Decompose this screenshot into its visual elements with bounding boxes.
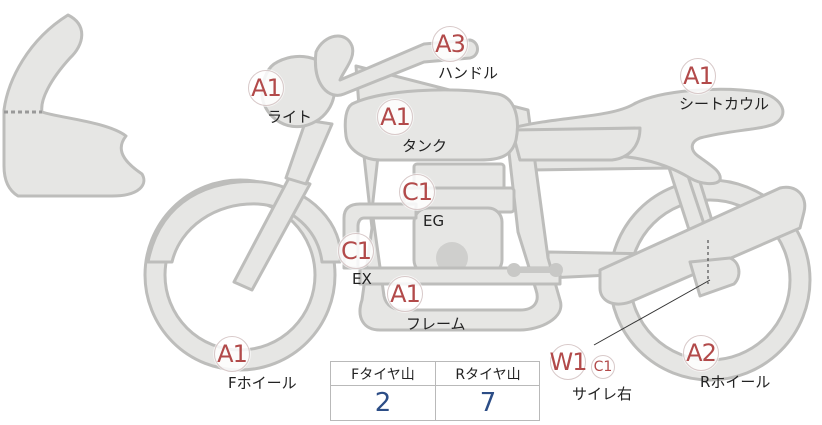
rwheel-label: Rホイール [700, 373, 771, 391]
front-tread-value: 2 [374, 388, 392, 418]
seatcowl-grade-badge: A1 [680, 58, 716, 94]
rear-tread-header: Rタイヤ山 [436, 362, 540, 386]
muffler-subgrade-badge: C1 [591, 355, 615, 379]
rwheel-grade-badge: A2 [683, 335, 719, 371]
seat-cowl-shape [510, 87, 785, 186]
light-label: ライト [267, 108, 313, 126]
exhaust-grade-badge: C1 [338, 233, 374, 269]
frame-grade-badge: A1 [387, 276, 423, 312]
muffler-end-shape [688, 256, 741, 298]
seat-shape [510, 126, 642, 162]
seatcowl-label: シートカウル [679, 95, 770, 113]
fwheel-label: Fホイール [228, 374, 297, 392]
engine-shape [402, 162, 516, 276]
fwheel-grade-badge: A1 [214, 336, 250, 372]
tire-tread-table: Fタイヤ山 Rタイヤ山 2 7 [330, 361, 540, 421]
muffler-grade-badge: W1 [550, 344, 588, 380]
frame-label: フレーム [406, 315, 466, 333]
light-grade-badge: A1 [248, 70, 284, 106]
muffler-shape [598, 185, 807, 306]
handle-label: ハンドル [438, 64, 499, 82]
tank-label: タンク [402, 137, 448, 155]
footpeg-shape [507, 263, 563, 277]
muffler-label: サイレ右 [572, 385, 633, 403]
tank-grade-badge: A1 [377, 99, 413, 135]
engine-label: EG [423, 212, 445, 230]
exhaust-label: EX [352, 270, 372, 288]
muffler-leader-line [593, 279, 711, 346]
fork-upper-shape [284, 118, 334, 186]
table-divider [435, 362, 436, 420]
rear-tread-value: 7 [479, 388, 497, 418]
fairing-shape [2, 13, 146, 198]
engine-grade-badge: C1 [399, 174, 435, 210]
handle-grade-badge: A3 [432, 26, 468, 62]
front-tread-header: Fタイヤ山 [331, 362, 435, 386]
